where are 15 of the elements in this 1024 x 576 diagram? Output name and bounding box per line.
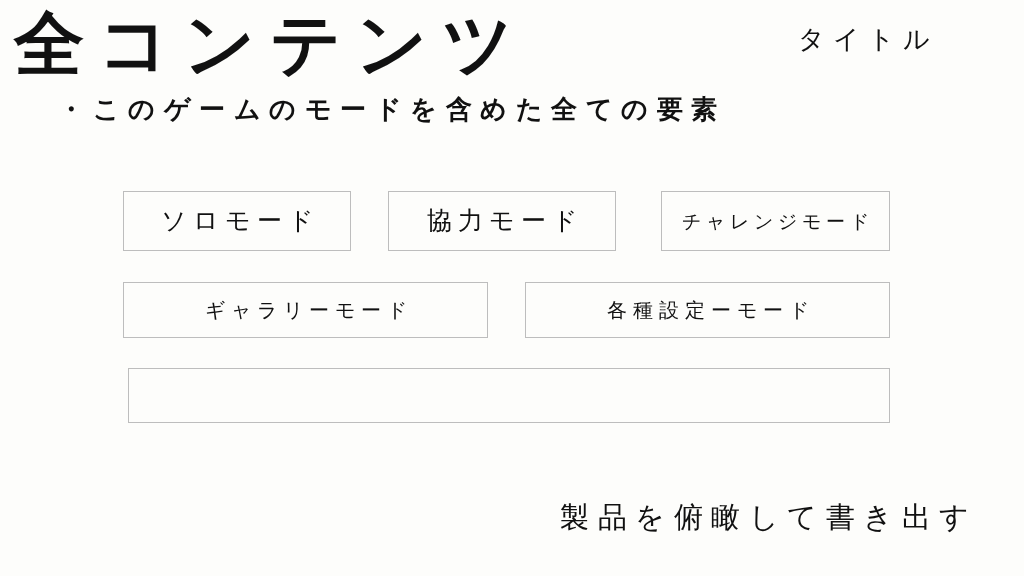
mode-box xyxy=(525,282,890,338)
bullet-text: ・このゲームのモードを含めた全ての要素 xyxy=(58,94,726,126)
header-label: タイトル xyxy=(798,24,938,56)
mode-name: 各種設定ーモード xyxy=(605,298,815,322)
mode-name: 協力モード xyxy=(425,206,584,236)
mode-box xyxy=(123,282,488,338)
page-title: 全コンテンツ xyxy=(14,2,528,86)
summary-note: 製品を俯瞰して書き出す xyxy=(560,500,978,535)
empty-box xyxy=(128,368,890,423)
mode-box xyxy=(661,191,890,251)
mode-box xyxy=(123,191,351,251)
mode-name: チャレンジモード xyxy=(681,209,874,233)
mode-name: ギャラリーモード xyxy=(203,298,413,322)
mode-box xyxy=(388,191,616,251)
mode-name: ソロモード xyxy=(159,206,320,236)
